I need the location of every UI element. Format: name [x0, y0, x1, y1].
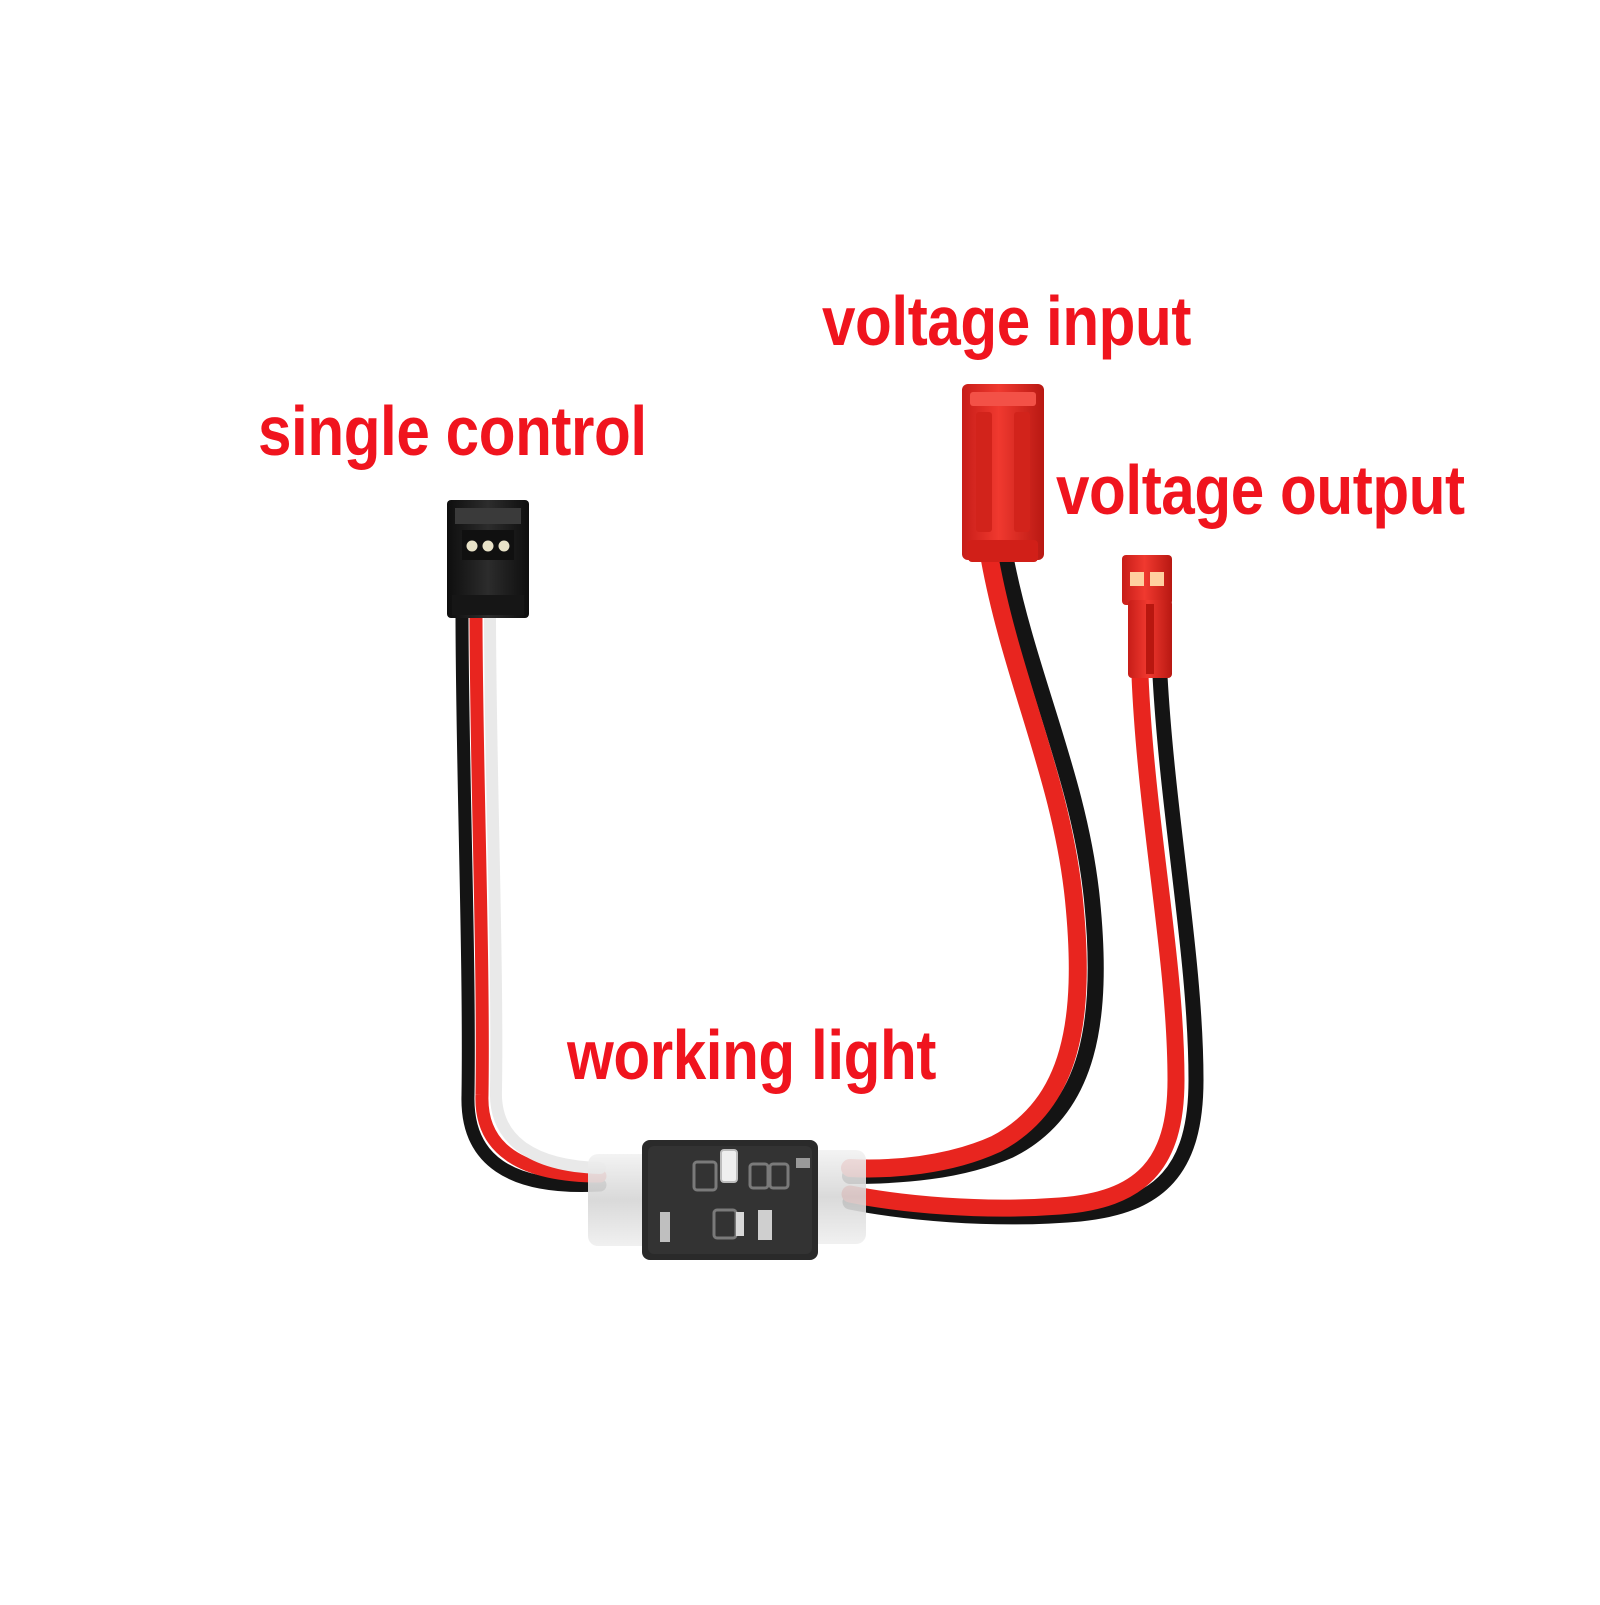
- voltage-input-label: voltage input: [822, 282, 1191, 360]
- signal-wire-black: [455, 605, 607, 1193]
- switch-module: [588, 1140, 866, 1260]
- working-light-label: working light: [567, 1016, 936, 1094]
- servo-connector: [447, 500, 529, 618]
- signal-wire-white: [484, 606, 606, 1174]
- voltage-output-label: voltage output: [1056, 451, 1465, 529]
- output-pin-1: [1130, 572, 1144, 586]
- input-connector: [962, 384, 1044, 562]
- output-connector: [1122, 555, 1172, 678]
- servo-pin-2: [482, 540, 494, 552]
- working-led: [720, 1149, 738, 1183]
- input-wire-pair: [841, 551, 1104, 1184]
- output-wire-pair: [841, 667, 1204, 1225]
- servo-pin-1: [466, 540, 478, 552]
- single-control-label: single control: [258, 392, 647, 470]
- signal-wire-bundle: [455, 605, 607, 1193]
- output-wire-red: [841, 667, 1185, 1217]
- servo-pin-3: [498, 540, 510, 552]
- output-pin-2: [1150, 572, 1164, 586]
- signal-wire-red: [469, 605, 607, 1183]
- input-wire-red: [841, 551, 1087, 1178]
